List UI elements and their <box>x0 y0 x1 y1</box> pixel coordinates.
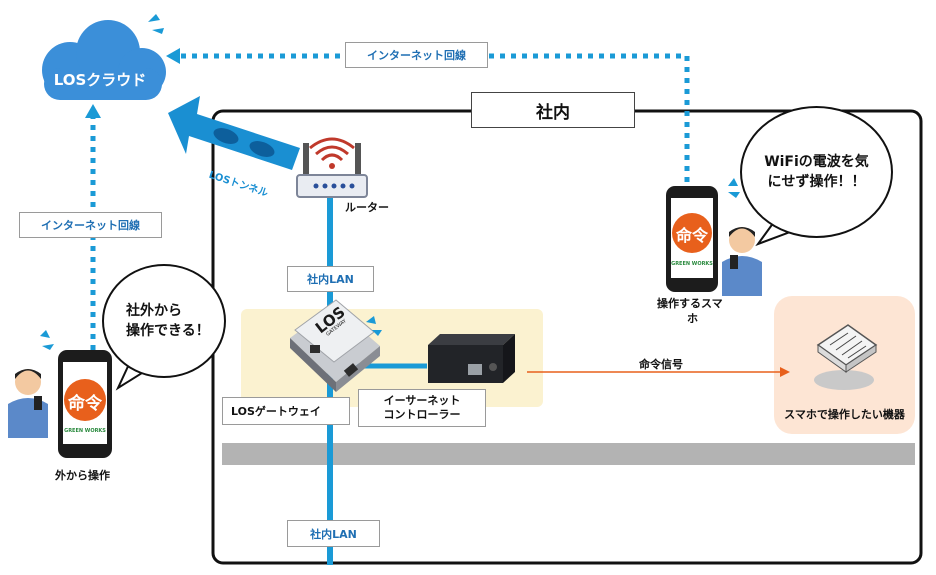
divider-bar <box>222 443 915 465</box>
phone-inside-app-text: 命令 <box>675 226 708 245</box>
command-signal-label: 命令信号 <box>639 358 683 371</box>
air-conditioner-icon <box>814 324 878 390</box>
person-outside-spark-icon <box>40 330 54 350</box>
ethernet-controller-label-line2: コントローラー <box>383 408 461 421</box>
internet-line-top <box>178 53 690 270</box>
phone-inside-label-line1: 操作するスマ <box>657 297 723 310</box>
gateway-label: LOSゲートウェイ <box>222 397 350 425</box>
phone-outside-brand: GREEN WORKS <box>64 428 106 434</box>
office-title: 社内 <box>471 92 635 128</box>
bubble-inside: WiFiの電波を気 にせず操作！！ <box>740 106 893 238</box>
lan-label-top: 社内LAN <box>287 266 374 292</box>
ethernet-controller-icon <box>428 334 515 383</box>
person-outside-icon <box>8 369 48 438</box>
command-signal-arrowhead <box>780 367 790 377</box>
phone-inside-label: 操作するスマ ホ <box>657 296 723 326</box>
phone-inside-brand: GREEN WORKS <box>671 261 713 267</box>
device-label: スマホで操作したい機器 <box>784 408 905 421</box>
bubble-outside-line1: 社外から <box>126 303 182 319</box>
ethernet-controller-label-line1: イーサーネット <box>383 394 461 407</box>
gateway-spark-icon <box>366 316 382 336</box>
bubble-inside-line2: にせず操作！！ <box>767 174 866 190</box>
router-label: ルーター <box>345 201 389 214</box>
router-icon <box>296 137 368 198</box>
phone-outside-app-text: 命令 <box>68 394 102 414</box>
phone-inside-label-line2: ホ <box>687 312 698 325</box>
internet-arrow-left <box>85 104 101 118</box>
person-inside-spark-icon <box>728 178 740 198</box>
phone-outside-label: 外から操作 <box>55 469 110 482</box>
bubble-outside-line2: 操作できる！ <box>126 323 210 339</box>
internet-line-top-label: インターネット回線 <box>345 42 488 68</box>
phone-inside-icon <box>666 186 718 292</box>
cloud-spark-icon <box>148 14 164 34</box>
bubble-outside: 社外から 操作できる！ <box>102 264 226 378</box>
bubble-inside-line1: WiFiの電波を気 <box>764 154 869 170</box>
internet-arrow-top <box>166 48 180 64</box>
gateway-device-icon <box>290 299 380 392</box>
internet-line-left-label: インターネット回線 <box>19 212 162 238</box>
phone-outside-icon <box>58 350 112 458</box>
lan-label-bottom: 社内LAN <box>287 520 380 547</box>
person-inside-icon <box>722 227 762 296</box>
cloud-label: LOSクラウド <box>53 71 147 89</box>
cloud-icon <box>42 20 166 100</box>
tunnel-arrow <box>168 96 300 170</box>
ethernet-controller-label: イーサーネット コントローラー <box>358 389 486 427</box>
